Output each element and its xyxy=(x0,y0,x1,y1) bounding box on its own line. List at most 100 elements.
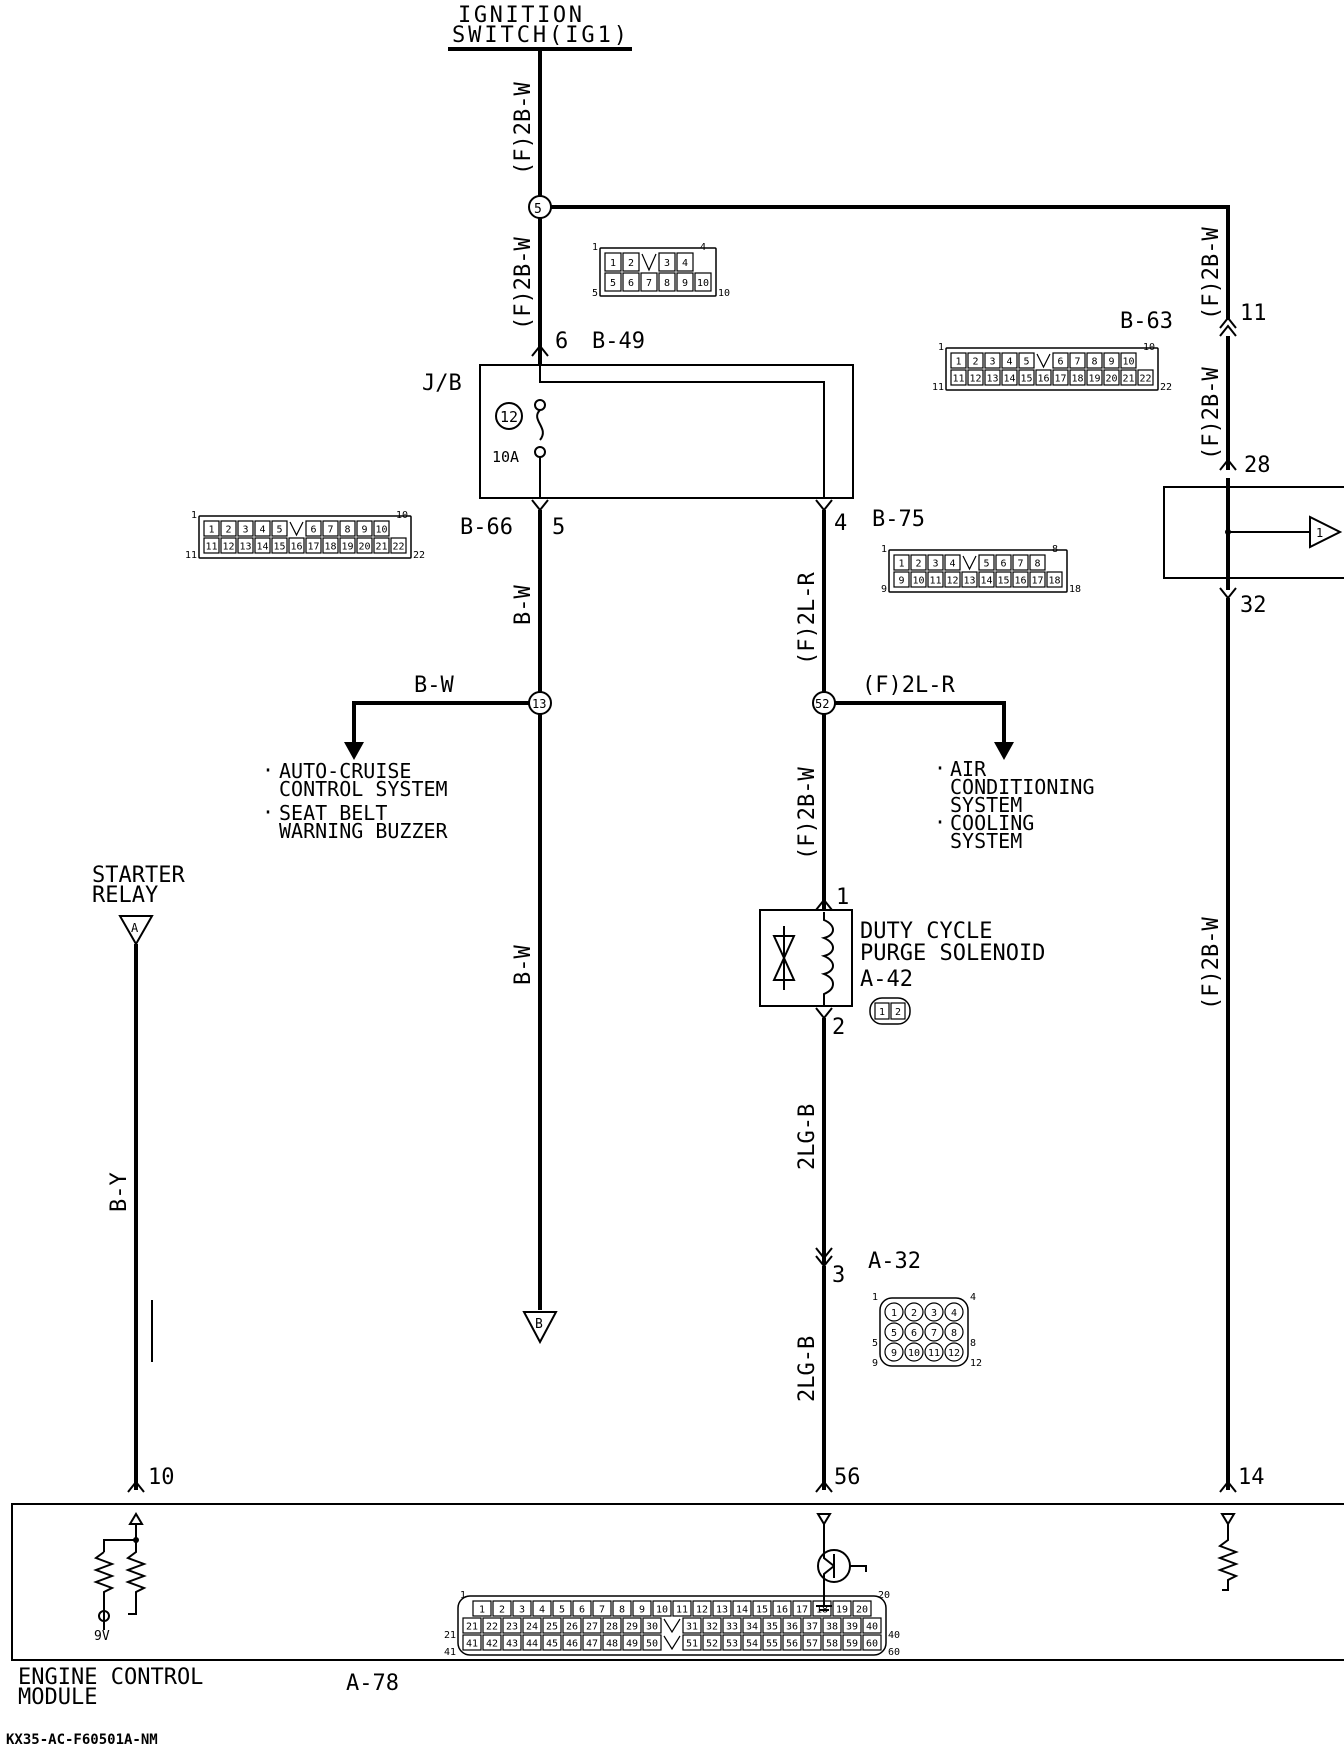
connector-pin-number: 3 xyxy=(989,357,995,368)
ecm-label-line1: ENGINE CONTROL xyxy=(18,1665,203,1690)
connector-pin-number: 9 xyxy=(361,525,367,536)
connector-pin-number: 43 xyxy=(506,1639,518,1650)
connector-pin-cell xyxy=(582,1634,602,1651)
connector-pin-number: 33 xyxy=(726,1622,738,1633)
connector-pin-number: 21 xyxy=(1122,374,1134,385)
connector-pin-cell xyxy=(927,554,944,571)
connector-pin-number: 13 xyxy=(963,576,975,587)
connector-pin-number: 10 xyxy=(697,278,709,289)
connector-pin-cell xyxy=(237,520,254,537)
connector-outline xyxy=(599,247,717,297)
connector-pin-cell xyxy=(220,520,237,537)
connector-corner-number: 5 xyxy=(872,1338,878,1349)
connector-corner-number: 11 xyxy=(932,382,944,393)
ecm-pin56-label: 56 xyxy=(834,1465,861,1490)
connector-pin-cell xyxy=(482,1634,502,1651)
connector-pin-cell xyxy=(944,1322,964,1342)
connector-pin-cell xyxy=(967,369,984,386)
connector-pin-number: 7 xyxy=(1074,357,1080,368)
connector-pin-number: 35 xyxy=(766,1622,778,1633)
a42-pin1-mark xyxy=(815,898,833,911)
connector-pin-number: 59 xyxy=(846,1639,858,1650)
connector-pin-cell xyxy=(978,571,995,588)
connector-pin-number: 7 xyxy=(327,525,333,536)
connector-pin-cell xyxy=(950,369,967,386)
a42-connector-name: A-42 xyxy=(860,967,913,992)
connector-pin-cell xyxy=(642,1634,662,1651)
connector-pin-cell xyxy=(604,252,622,272)
junction-52-label: 52 xyxy=(815,697,829,711)
connector-pin-cell xyxy=(1069,352,1086,369)
connector-corner-number: 10 xyxy=(718,288,730,299)
connector-pin-number: 27 xyxy=(586,1622,598,1633)
b75-pin4-mark xyxy=(815,499,833,512)
connector-corner-number: 1 xyxy=(191,510,197,521)
connector-pin-number: 13 xyxy=(239,542,251,553)
connector-pin-number: 37 xyxy=(806,1622,818,1633)
connector-corner-number: 22 xyxy=(1160,382,1172,393)
fuse-icon xyxy=(536,409,544,441)
connector-pin-cell xyxy=(322,520,339,537)
connector-corner-number: 12 xyxy=(970,1358,982,1369)
a78-connector-name: A-78 xyxy=(346,1671,399,1696)
connector-pin-number: 8 xyxy=(1091,357,1097,368)
connector-corner-number: 8 xyxy=(970,1338,976,1349)
connector-pin-number: 3 xyxy=(519,1605,525,1616)
connector-pin-number: 8 xyxy=(619,1605,625,1616)
connector-pin-cell xyxy=(1137,369,1154,386)
connector-pin-number: 10 xyxy=(908,1348,920,1359)
connector-corner-number: 8 xyxy=(1052,544,1058,555)
connector-pin-cell xyxy=(944,1342,964,1362)
wire-label-branch-left: B-W xyxy=(414,673,454,698)
connector-pin-number: 10 xyxy=(656,1605,668,1616)
fuse-top-terminal xyxy=(534,399,546,411)
connector-pin-number: 6 xyxy=(579,1605,585,1616)
connector-pin-number: 30 xyxy=(646,1622,658,1633)
connector-pin-number: 13 xyxy=(716,1605,728,1616)
wire-label-center-down: B-W xyxy=(511,945,536,985)
connector-pin-number: 19 xyxy=(1088,374,1100,385)
connector-pin-cell xyxy=(762,1634,782,1651)
connector-pin-number: 6 xyxy=(1057,357,1063,368)
connector-pin-cell xyxy=(254,537,271,554)
a42-pin1-label: 1 xyxy=(836,885,849,910)
connector-pin-cell xyxy=(722,1634,742,1651)
wire-label-right-upper: (F)2B-W xyxy=(1199,227,1224,320)
diagram-code: KX35-AC-F60501A-NM xyxy=(6,1732,158,1748)
starter-connector-icon xyxy=(118,915,154,947)
connector-pin-cell xyxy=(924,1322,944,1342)
starter-connector-label: A xyxy=(131,921,139,935)
connector-pin-cell xyxy=(532,1600,552,1617)
connector-pin-number: 18 xyxy=(1048,576,1060,587)
connector-pin-number: 15 xyxy=(997,576,1009,587)
connector-pin-cell xyxy=(1120,369,1137,386)
connector-pin-cell xyxy=(884,1342,904,1362)
connector-pin-cell xyxy=(562,1634,582,1651)
connector-pin-cell xyxy=(373,520,390,537)
connector-pin-cell xyxy=(950,352,967,369)
connector-pin-number: 11 xyxy=(928,1348,940,1359)
connector-pin-number: 52 xyxy=(706,1639,718,1650)
ecm-ground-icon xyxy=(816,1584,832,1611)
connector-pin-cell xyxy=(305,537,322,554)
connector-key-mark xyxy=(641,253,657,272)
dest-right-line2: CONDITIONING xyxy=(950,775,1095,799)
connector-pin-cell xyxy=(682,1634,702,1651)
connector-pin-cell xyxy=(862,1634,882,1651)
connector-pin-number: 4 xyxy=(259,525,265,536)
connector-pin-number: 36 xyxy=(786,1622,798,1633)
connector-pin-cell xyxy=(1018,369,1035,386)
connector-pin-cell xyxy=(562,1617,582,1634)
connector-pin-cell xyxy=(672,1600,692,1617)
connector-pin-number: 21 xyxy=(375,542,387,553)
connector-pin-number: 2 xyxy=(972,357,978,368)
ignition-label-line2: SWITCH(IG1) xyxy=(452,23,627,48)
connector-pin-number: 13 xyxy=(986,374,998,385)
ecm-output-marker-56 xyxy=(816,1513,832,1526)
connector-pin-number: 18 xyxy=(816,1605,828,1616)
connector-corner-number: 1 xyxy=(592,242,598,253)
connector-pin-cell xyxy=(832,1600,852,1617)
